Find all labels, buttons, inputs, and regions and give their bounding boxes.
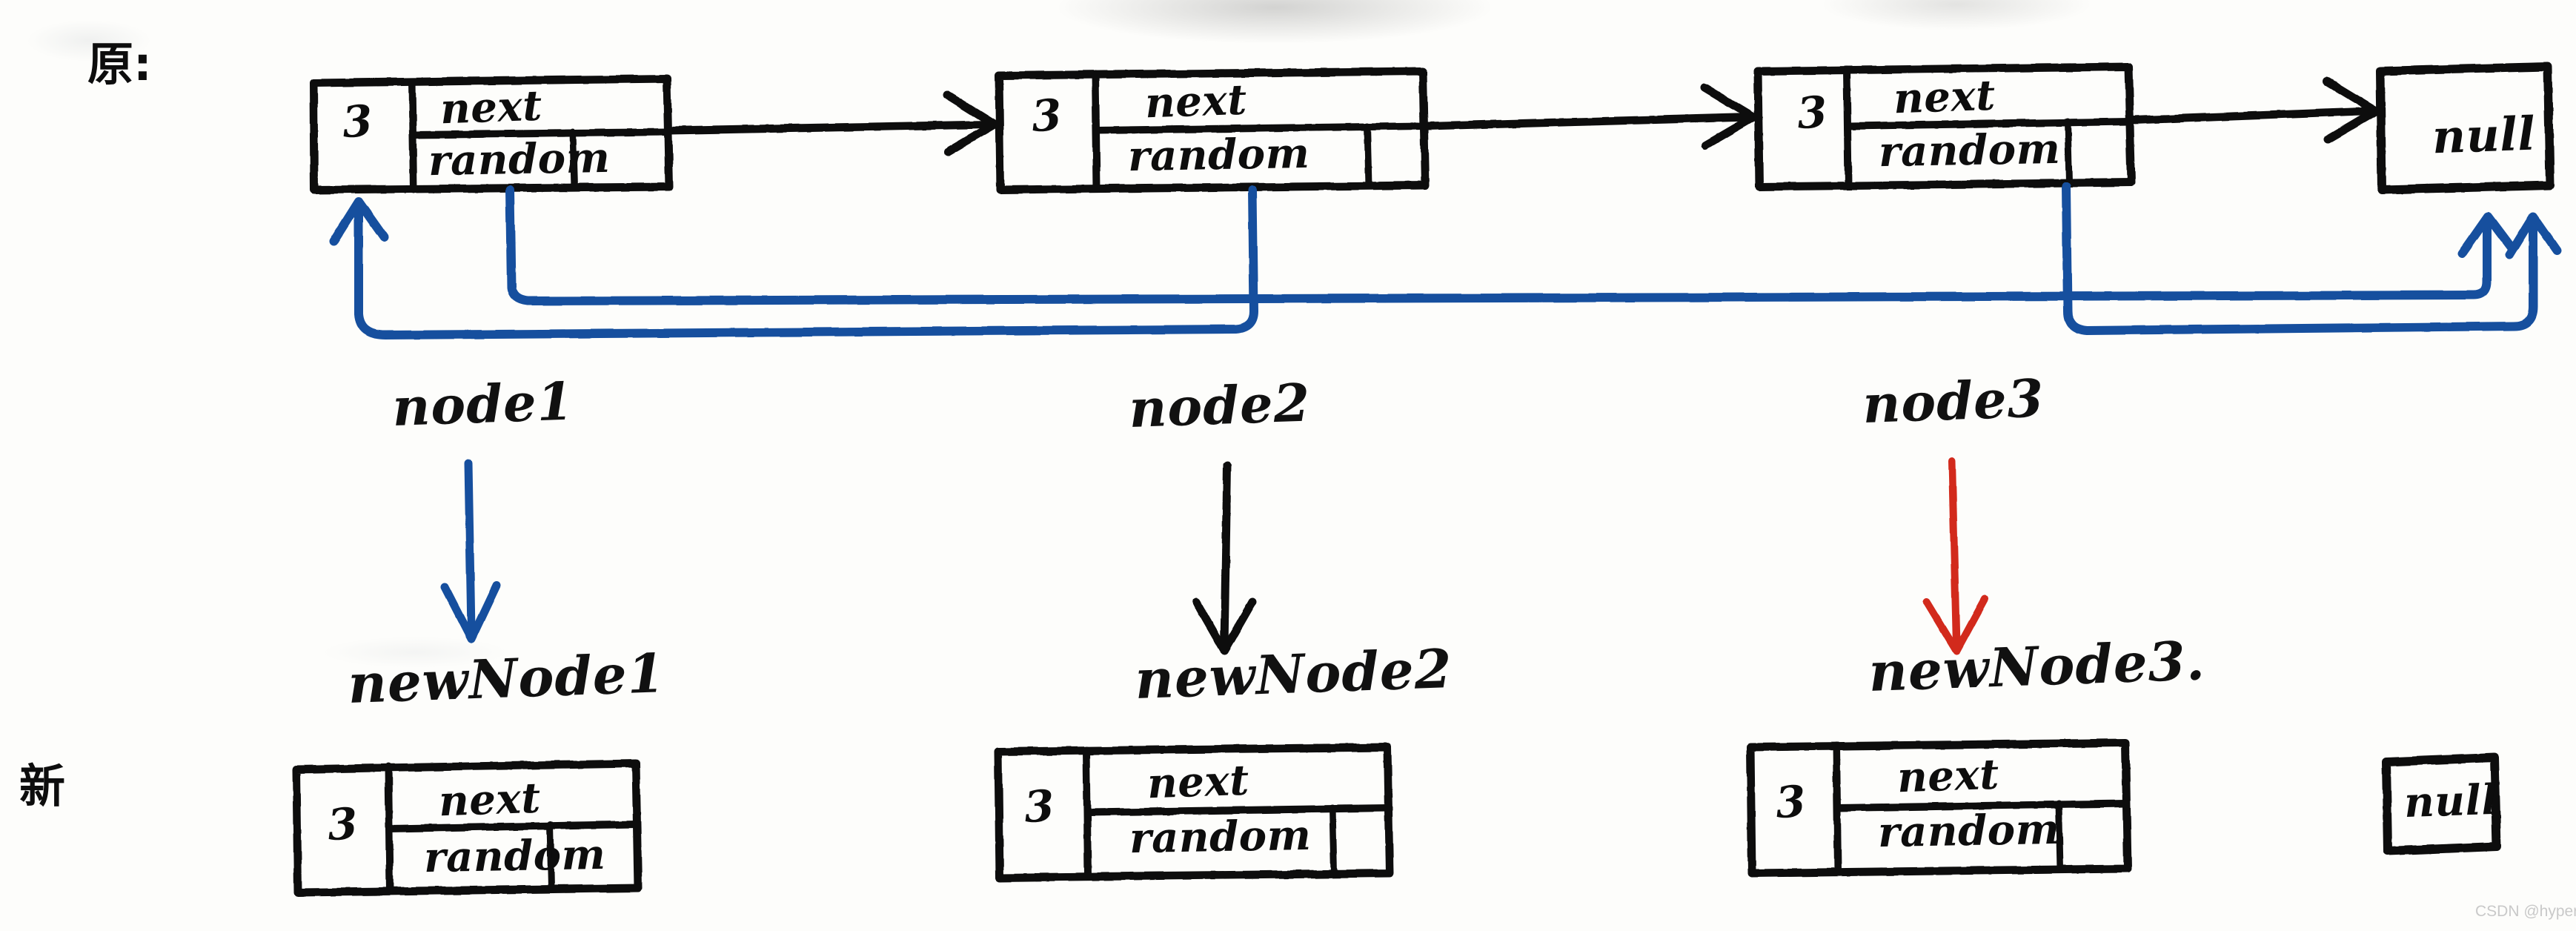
new-null-box [2382,753,2501,855]
orig-node-3-random: random [1878,124,2061,177]
new-node-2-caption: newNode2 [1134,637,1453,711]
random-pointer-node3-to-null [2062,182,2561,335]
next-arrow-2 [1422,83,1758,150]
node3-pointer-arrow [1923,457,1988,655]
original-row-label: 原: [87,37,152,91]
new-node-1-next: next [437,773,542,826]
orig-node-2-random: random [1127,128,1310,182]
orig-node-1-next: next [439,81,543,134]
random-pointer-node1-to-null [505,185,2517,305]
new-null-value: null [2403,775,2499,828]
orig-node-2-value: 3 [1029,89,1064,142]
orig-node-2-box [995,67,1430,194]
random-pointer-node2-to-node1 [329,185,1258,339]
new-node-2-random: random [1129,810,1312,864]
orig-null-value: null [2431,106,2537,165]
orig-node-1-random: random [428,133,611,186]
orig-node-3-next: next [1892,70,1996,124]
new-node-3-caption: newNode3. [1868,629,2206,703]
orig-node-3-box [1753,62,2136,191]
node2-pointer-arrow [1192,461,1257,655]
new-node-3-value: 3 [1773,775,1808,829]
new-node-1-box [292,759,643,897]
next-arrow-1 [665,90,999,156]
new-node-2-next: next [1146,755,1250,809]
new-node-3-random: random [1877,804,2060,858]
new-node-1-caption: newNode1 [347,641,666,715]
node2-label: node2 [1128,371,1312,440]
orig-node-1-value: 3 [340,95,375,148]
new-node-1-random: random [423,829,606,883]
new-node-3-box [1746,738,2132,878]
next-arrow-3 [2128,77,2380,144]
orig-node-2-next: next [1143,75,1248,128]
orig-node-3-value: 3 [1795,86,1830,139]
new-node-1-value: 3 [325,798,360,851]
node1-label: node1 [391,370,575,438]
orig-null-box [2376,62,2555,194]
node1-pointer-arrow [440,459,501,643]
orig-node-1-box [309,74,674,194]
new-row-label: 新 [19,759,66,813]
new-node-3-next: next [1896,749,2000,803]
csdn-watermark: CSDN @hyperNZ [2475,903,2576,920]
node3-label: node3 [1862,367,2045,435]
new-node-2-value: 3 [1022,780,1057,833]
new-node-2-box [994,743,1394,882]
